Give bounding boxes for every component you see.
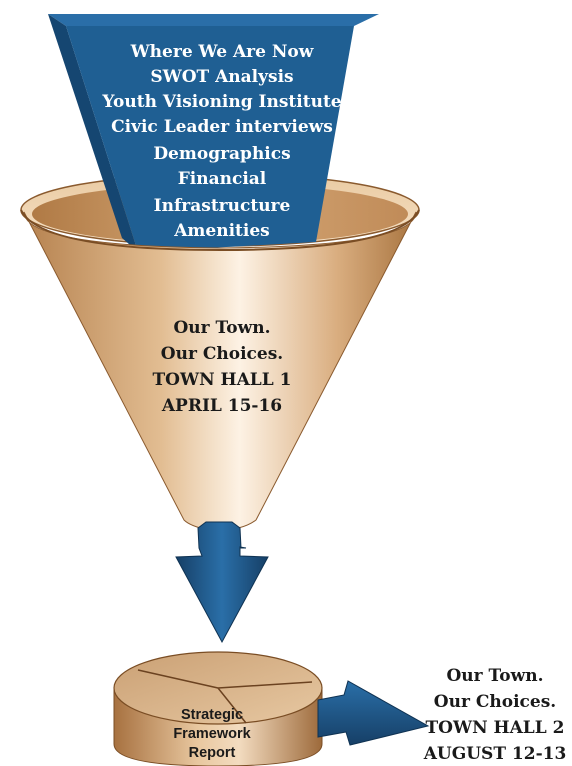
report-cylinder [113,651,323,766]
input-item: Demographics [153,144,290,164]
input-item: Youth Visioning Institute [101,92,341,112]
output-label: Our Town. Our Choices. TOWN HALL 2 AUGUS… [423,666,567,764]
input-item: Amenities [173,221,270,241]
report-line: Strategic [181,707,243,723]
funnel-line: TOWN HALL 1 [153,370,292,390]
inputs-block-side [48,14,138,252]
funnel-line: Our Choices. [161,344,283,364]
right-arrow [317,680,430,746]
output-line: Our Town. [447,666,544,686]
inputs-block-front [66,26,354,252]
inputs-list: Where We Are Now SWOT Analysis Youth Vis… [101,42,341,241]
input-item: Where We Are Now [130,42,314,62]
report-line: Framework [173,726,251,742]
report-label: Strategic Framework Report [173,707,251,761]
funnel-rim-front [20,209,420,252]
output-line: TOWN HALL 2 [426,718,565,738]
inputs-block [48,14,379,252]
output-line: AUGUST 12-13 [423,744,567,764]
input-item: Civic Leader interviews [111,117,333,137]
input-item: Financial [178,169,267,189]
input-item: Infrastructure [154,196,291,216]
report-line: Report [189,745,236,761]
output-line: Our Choices. [434,692,556,712]
cylinder-pie-lines [137,669,313,724]
funnel-line: Our Town. [174,318,271,338]
funnel-line: APRIL 15-16 [161,396,282,416]
input-item: SWOT Analysis [150,67,293,87]
down-arrow [175,521,269,644]
funnel-label: Our Town. Our Choices. TOWN HALL 1 APRIL… [153,318,292,416]
inputs-block-top [48,14,379,26]
